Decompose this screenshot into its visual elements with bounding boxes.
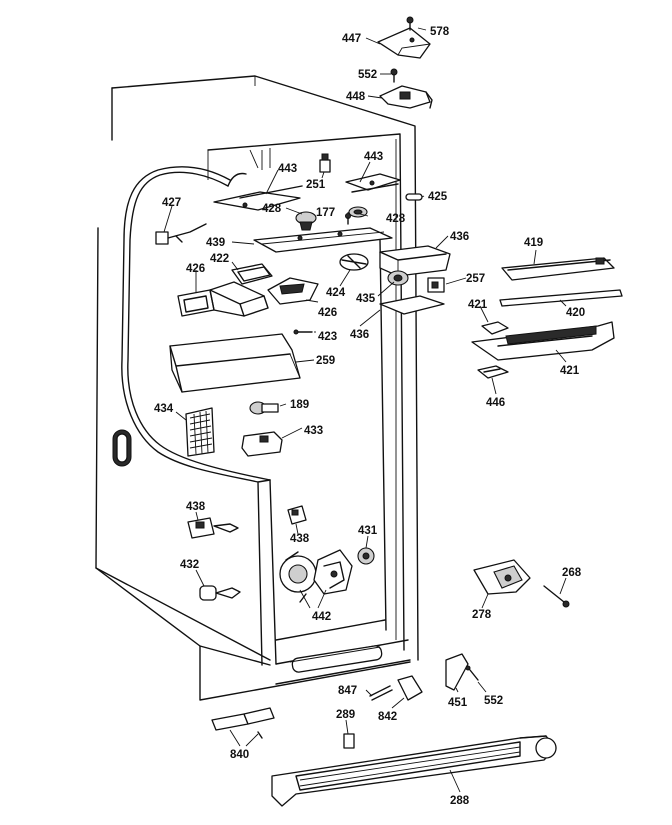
label-427: 427 — [162, 197, 181, 209]
label-436-top: 436 — [450, 231, 469, 243]
part-443-left-bracket — [213, 185, 303, 211]
label-428-left: 428 — [262, 203, 282, 215]
label-288: 288 — [450, 795, 470, 807]
label-268: 268 — [562, 567, 582, 579]
label-419: 419 — [524, 237, 543, 249]
part-268-bolt — [543, 585, 570, 608]
label-422: 422 — [210, 253, 229, 265]
label-424: 424 — [326, 287, 346, 299]
label-436-bottom: 436 — [350, 329, 369, 341]
label-420: 420 — [566, 307, 585, 319]
part-432-bulb — [199, 585, 241, 601]
leader-lines — [163, 27, 567, 793]
cabinet — [95, 75, 419, 701]
part-446-clip — [477, 365, 509, 379]
label-447: 447 — [342, 33, 361, 45]
part-840-bracket — [211, 707, 275, 739]
label-847: 847 — [338, 685, 357, 697]
part-288-kick-plate — [271, 735, 557, 807]
part-421-bracket-small — [481, 321, 509, 335]
part-448-bracket — [379, 85, 433, 109]
label-439: 439 — [206, 237, 225, 249]
label-257: 257 — [466, 273, 485, 285]
part-420-trim-strip — [499, 289, 623, 307]
part-451-clip — [445, 653, 469, 691]
label-278: 278 — [472, 609, 492, 621]
part-847-pin — [369, 685, 393, 701]
part-433-block — [241, 431, 283, 457]
part-labels: 578 447 552 448 443 443 251 425 427 428 … — [154, 26, 585, 807]
part-424-fan — [339, 253, 369, 271]
label-840: 840 — [230, 749, 249, 761]
part-447-top-cover — [377, 27, 431, 59]
part-552-screw-bottom — [465, 665, 479, 681]
label-259: 259 — [316, 355, 335, 367]
label-578: 578 — [430, 26, 450, 38]
part-426-duct-left — [177, 281, 269, 317]
label-443-left: 443 — [278, 163, 297, 175]
label-421-bottom: 421 — [560, 365, 580, 377]
label-426-right: 426 — [318, 307, 337, 319]
label-431: 431 — [358, 525, 378, 537]
part-426-duct-right — [267, 277, 319, 305]
part-425-pin — [405, 193, 423, 201]
part-251-part — [319, 153, 331, 173]
label-448: 448 — [346, 91, 366, 103]
part-421-drawer-frame — [471, 321, 615, 361]
label-552-top: 552 — [358, 69, 377, 81]
label-434: 434 — [154, 403, 174, 415]
part-842-slide — [397, 675, 423, 701]
part-289-screw — [343, 733, 355, 749]
label-177: 177 — [316, 207, 335, 219]
part-436-plate — [379, 295, 445, 315]
label-425: 425 — [428, 191, 448, 203]
part-419-trim — [501, 257, 615, 281]
part-422-diffuser — [231, 263, 273, 285]
label-552-bottom: 552 — [484, 695, 503, 707]
label-451: 451 — [448, 697, 468, 709]
part-434-grille — [185, 407, 215, 457]
label-189: 189 — [290, 399, 309, 411]
label-423: 423 — [318, 331, 337, 343]
label-433: 433 — [304, 425, 323, 437]
part-257-switch — [427, 277, 445, 293]
part-189-fitting — [249, 401, 279, 415]
part-578-screw — [406, 16, 414, 31]
label-289: 289 — [336, 709, 355, 721]
part-435-motor — [387, 270, 409, 286]
part-436-housing — [379, 245, 451, 277]
label-426-left: 426 — [186, 263, 205, 275]
label-438-right: 438 — [290, 533, 310, 545]
part-428-knob-left — [295, 211, 317, 231]
part-438-socket-right — [287, 505, 307, 525]
label-435: 435 — [356, 293, 376, 305]
part-431-knob — [357, 547, 375, 565]
part-439-control-plate — [253, 227, 393, 253]
part-427-wire-connector — [155, 223, 207, 245]
label-432: 432 — [180, 559, 199, 571]
label-421-top: 421 — [468, 299, 488, 311]
label-442: 442 — [312, 611, 331, 623]
part-442-cam-assembly — [279, 549, 353, 603]
part-259-shelf-cover — [169, 333, 301, 393]
label-446: 446 — [486, 397, 505, 409]
part-177-screw — [345, 213, 351, 225]
label-251: 251 — [306, 179, 326, 191]
part-278-hinge — [473, 559, 531, 595]
part-438-socket-left — [187, 517, 239, 539]
part-423-screw — [293, 329, 313, 335]
label-438-left: 438 — [186, 501, 206, 513]
label-443-right: 443 — [364, 151, 383, 163]
part-552-screw-top — [390, 68, 398, 83]
label-428-right: 428 — [386, 213, 406, 225]
part-443-right-bracket — [345, 173, 401, 193]
label-842: 842 — [378, 711, 397, 723]
